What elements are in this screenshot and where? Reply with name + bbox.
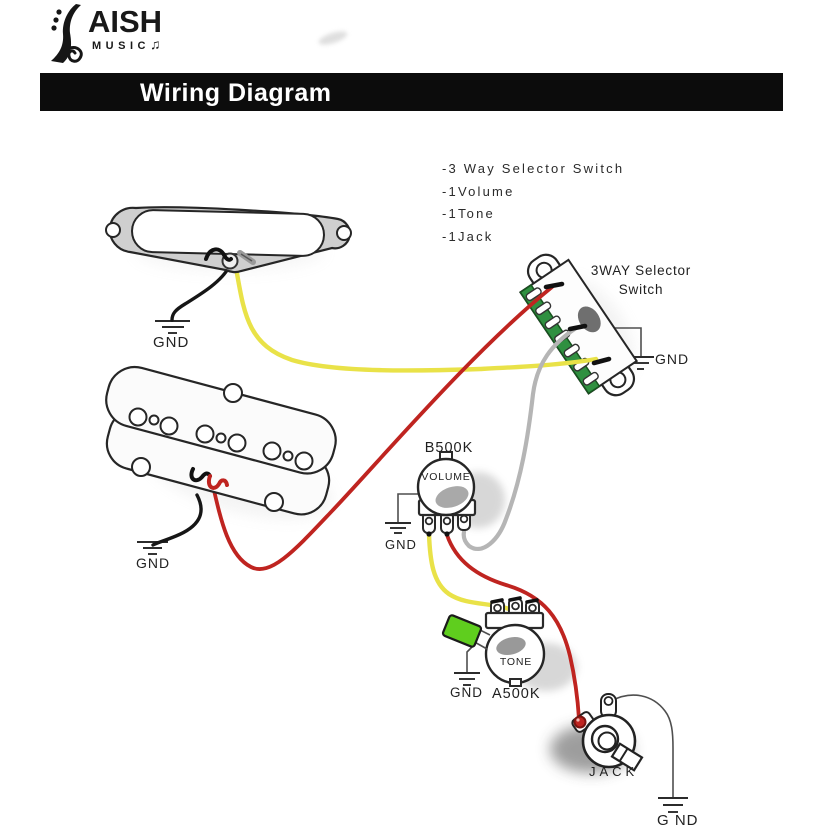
volume-label: VOLUME <box>421 471 471 483</box>
tone-lug-hole <box>493 603 502 613</box>
headstock-shape <box>51 4 81 63</box>
bridge-pickup <box>105 365 337 516</box>
selector-switch-label: 3WAY Selector Switch <box>582 261 700 299</box>
music-note-icon: ♫ <box>150 36 161 52</box>
volume-lug-hole <box>424 516 434 526</box>
feature-list: -3 Way Selector Switch -1Volume -1Tone -… <box>442 158 624 248</box>
volume-ground-lead <box>397 493 419 522</box>
gnd-label-neck: GND <box>153 334 190 351</box>
page-title: Wiring Diagram <box>140 79 332 107</box>
selector-lug-bottom <box>591 356 612 366</box>
neck-screw-hole <box>336 225 352 241</box>
bridge-red-squiggle <box>207 474 229 490</box>
ground-symbol-tone <box>454 672 480 686</box>
feature-item: -1Volume <box>442 183 515 199</box>
jack-solder-blob <box>573 715 587 729</box>
tone-lug-hole <box>528 603 537 613</box>
bridge-black-squiggle <box>189 467 212 483</box>
scan-smudge <box>318 31 348 45</box>
neck-screw-slot <box>240 253 253 262</box>
wire-black-bridge-ground <box>151 493 203 547</box>
ground-symbol-jack <box>658 797 688 813</box>
tone-lug-tips <box>490 596 539 604</box>
bridge-pole-pieces <box>128 407 314 471</box>
volume-value-label: B500K <box>424 440 474 456</box>
wire-yellow-neck-to-selector <box>233 265 599 373</box>
neck-pickup-opening <box>131 209 325 257</box>
ground-symbols <box>137 320 688 813</box>
clef-curl <box>67 46 83 63</box>
tuning-peg <box>56 9 62 15</box>
tone-body <box>484 623 546 685</box>
logo-brand-text: AISH <box>88 4 163 39</box>
logo-sub-text: MUSIC <box>92 40 150 52</box>
tone-bottom-tab <box>509 678 522 687</box>
jack-label: JACK <box>589 764 639 779</box>
selector-lug-top <box>543 281 565 290</box>
ground-symbol-neck <box>155 320 190 334</box>
jack-lug-hole <box>603 696 614 706</box>
volume-solder-dot <box>444 531 450 537</box>
gnd-label-selector: GND <box>655 351 690 367</box>
jack-prong <box>610 742 644 772</box>
volume-shaft <box>435 486 469 508</box>
kaish-logo <box>46 2 196 66</box>
guitar-headstock-icon <box>51 4 83 63</box>
volume-solder-dot <box>426 531 432 537</box>
tone-label: TONE <box>499 656 533 668</box>
neck-lead-squiggle <box>204 247 233 262</box>
feature-item: -3 Way Selector Switch <box>442 161 625 176</box>
neck-screw-hole <box>105 222 121 238</box>
ground-leads <box>397 327 674 797</box>
tone-lug-hole <box>511 601 520 611</box>
wire-black-neck-ground <box>170 265 231 322</box>
feature-item: -1Tone <box>442 206 495 221</box>
neck-pickup <box>105 206 352 274</box>
volume-lug-hole <box>442 516 452 526</box>
switch-lug-slots <box>525 287 599 386</box>
selector-lugs <box>543 281 612 366</box>
wire-gray-selector-to-volume <box>461 325 579 551</box>
tone-shaft <box>496 636 526 656</box>
bridge-mount-holes <box>131 383 284 512</box>
tone-value-label: A500K <box>492 686 541 702</box>
jack-ring-inner <box>597 731 617 751</box>
ground-symbol-volume <box>385 522 411 534</box>
gnd-label-jack: G ND <box>657 812 699 829</box>
gnd-label-volume: GND <box>385 537 417 552</box>
gnd-label-bridge: GND <box>136 555 171 571</box>
gnd-label-tone: GND <box>450 685 483 700</box>
tone-capacitor <box>441 614 483 648</box>
tone-ground-lead <box>466 645 474 672</box>
wire-red-bridge-to-selector <box>211 285 554 571</box>
wire-red-volume-to-jack <box>445 533 581 721</box>
volume-pot <box>416 451 477 537</box>
selector-label-line2: Switch <box>618 282 664 297</box>
title-bar <box>40 73 783 111</box>
output-jack <box>571 693 644 772</box>
tuning-peg <box>53 17 59 23</box>
jack-ground-lead <box>610 694 674 797</box>
selector-lug-middle <box>567 323 588 332</box>
selector-ground-lead <box>610 327 642 356</box>
jack-solder-highlight <box>576 718 580 722</box>
tuning-peg <box>51 25 57 31</box>
selector-label-line1: 3WAY Selector <box>590 263 692 278</box>
volume-lug-hole <box>459 514 469 524</box>
tone-pot <box>441 596 546 687</box>
feature-item: -1Jack <box>442 228 494 244</box>
